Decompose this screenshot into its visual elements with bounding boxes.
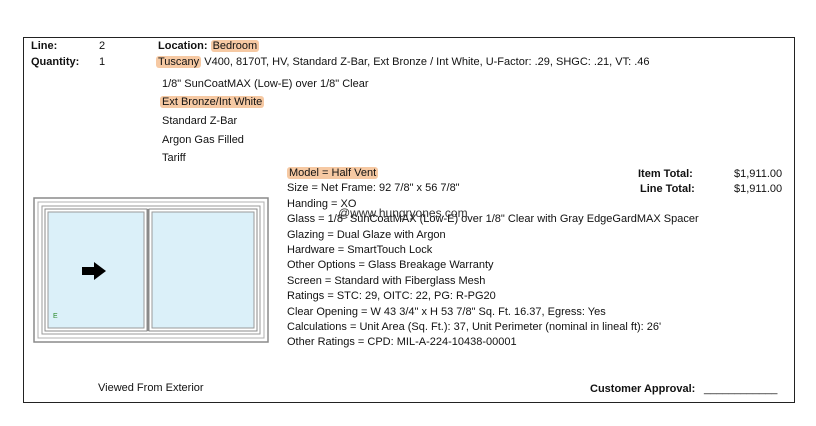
line-label: Line:: [31, 40, 58, 52]
line-total-value: $1,911.00: [734, 183, 783, 195]
spec-screen: Screen = Standard with Fiberglass Mesh: [287, 274, 486, 287]
line-total-label: Line Total:: [640, 183, 695, 195]
window-diagram: E: [33, 197, 269, 343]
option-glass: 1/8" SunCoatMAX (Low-E) over 1/8" Clear: [162, 78, 369, 90]
option-color: Ext Bronze/Int White: [160, 95, 265, 109]
product-row: Tuscany V400, 8170T, HV, Standard Z-Bar,…: [156, 55, 650, 69]
option-zbar: Standard Z-Bar: [162, 115, 238, 127]
spec-calculations: Calculations = Unit Area (Sq. Ft.): 37, …: [287, 321, 662, 334]
spec-model: Model = Half Vent: [287, 166, 757, 181]
product-description: V400, 8170T, HV, Standard Z-Bar, Ext Bro…: [204, 56, 650, 68]
location-value: Bedroom: [210, 40, 260, 52]
spec-other-options: Other Options = Glass Breakage Warranty: [287, 259, 494, 272]
approval-label: Customer Approval:: [590, 383, 696, 395]
item-total-label: Item Total:: [638, 168, 693, 180]
quantity-label: Quantity:: [31, 56, 80, 68]
spec-clear-opening: Clear Opening = W 43 3/4" x H 53 7/8" Sq…: [287, 305, 606, 318]
option-tariff: Tariff: [162, 152, 186, 164]
option-color-label: Ext Bronze/Int White: [160, 96, 265, 108]
product-name: Tuscany: [156, 56, 202, 68]
spec-model-label: Model = Half Vent: [287, 167, 379, 179]
line-item-box: [23, 37, 795, 403]
item-total-value: $1,911.00: [734, 168, 783, 180]
quantity-value: 1: [99, 56, 106, 68]
spec-glass: Glass = 1/8" SunCoatMAX (Low-E) over 1/8…: [287, 213, 699, 226]
egress-mark: E: [53, 313, 58, 320]
option-gas: Argon Gas Filled: [162, 134, 244, 146]
spec-other-ratings: Other Ratings = CPD: MIL-A-224-10438-000…: [287, 336, 517, 349]
spec-list: Model = Half Vent Size = Net Frame: 92 7…: [287, 166, 757, 351]
spec-ratings: Ratings = STC: 29, OITC: 22, PG: R-PG20: [287, 290, 496, 303]
right-arrow-icon: [82, 262, 106, 280]
view-caption: Viewed From Exterior: [98, 382, 204, 394]
window-drawing: [33, 197, 269, 343]
spec-glazing: Glazing = Dual Glaze with Argon: [287, 228, 446, 241]
line-value: 2: [99, 40, 106, 52]
location-label: Location:: [158, 40, 208, 52]
spec-handing: Handing = XO: [287, 197, 357, 210]
watermark: @www.hungryones.com: [338, 206, 468, 220]
location-row: Location: Bedroom: [158, 39, 260, 53]
approval-signature-line[interactable]: ____________: [704, 383, 778, 395]
spec-hardware: Hardware = SmartTouch Lock: [287, 244, 433, 257]
spec-size: Size = Net Frame: 92 7/8" x 56 7/8": [287, 182, 460, 195]
